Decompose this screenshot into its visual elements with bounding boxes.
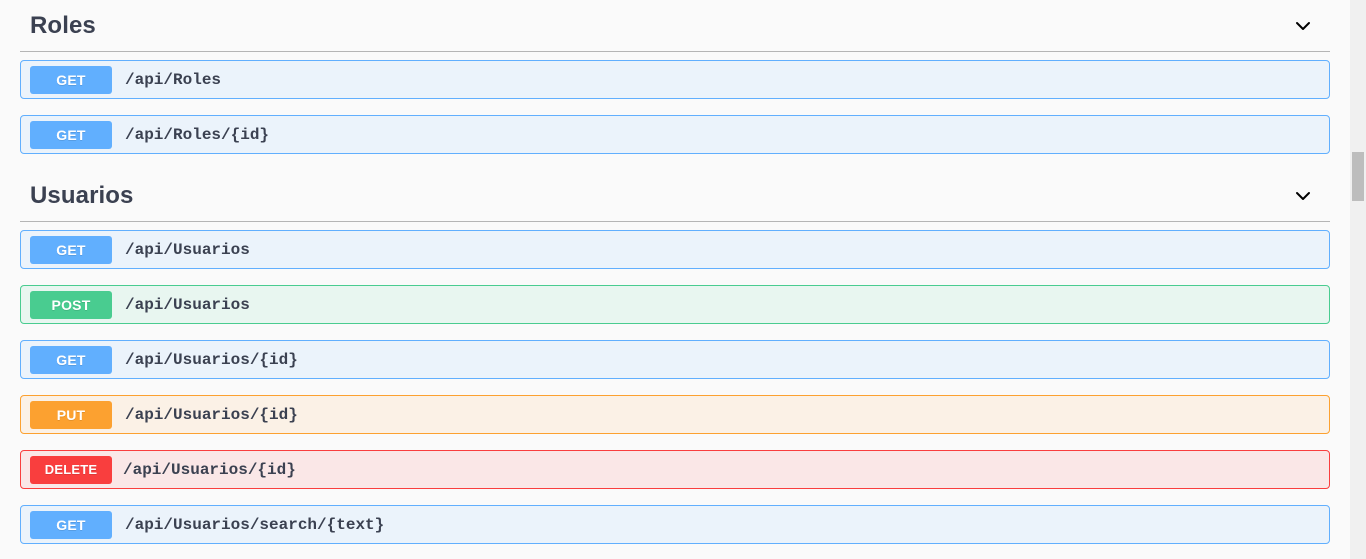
operation-row[interactable]: PUT /api/Usuarios/{id}	[20, 395, 1330, 434]
operation-row[interactable]: GET /api/Usuarios/{id}	[20, 340, 1330, 379]
operation-row[interactable]: GET /api/Usuarios/search/{text}	[20, 505, 1330, 544]
method-badge: GET	[30, 235, 112, 264]
operation-row[interactable]: DELETE /api/Usuarios/{id}	[20, 450, 1330, 489]
operation-path: /api/Usuarios	[125, 240, 250, 259]
operation-row[interactable]: POST /api/Usuarios	[20, 285, 1330, 324]
operation-row[interactable]: GET /api/Roles/{id}	[20, 115, 1330, 154]
operation-list-roles: GET /api/Roles GET /api/Roles/{id}	[20, 52, 1330, 154]
vertical-scrollbar-thumb[interactable]	[1352, 152, 1364, 201]
operation-path: /api/Usuarios/search/{text}	[125, 515, 385, 534]
tag-section-usuarios: Usuarios GET /api/Usuarios POST /api/Usu…	[20, 170, 1330, 544]
operation-path: /api/Usuarios/{id}	[125, 405, 298, 424]
operation-path: /api/Usuarios/{id}	[123, 460, 296, 479]
operation-row[interactable]: GET /api/Usuarios	[20, 230, 1330, 269]
operation-path: /api/Usuarios/{id}	[125, 350, 298, 369]
method-badge: PUT	[30, 400, 112, 429]
operation-row[interactable]: GET /api/Roles	[20, 60, 1330, 99]
tag-title: Roles	[30, 11, 96, 39]
method-badge: POST	[30, 290, 112, 319]
tag-title: Usuarios	[30, 181, 134, 209]
tag-header-roles[interactable]: Roles	[20, 0, 1330, 52]
chevron-down-icon[interactable]	[1292, 185, 1314, 207]
operation-path: /api/Roles/{id}	[125, 125, 270, 144]
method-badge: GET	[30, 120, 112, 149]
tag-header-usuarios[interactable]: Usuarios	[20, 170, 1330, 222]
tag-section-roles: Roles GET /api/Roles GET /api/Roles/{id}	[20, 0, 1330, 154]
operation-list-usuarios: GET /api/Usuarios POST /api/Usuarios GET…	[20, 222, 1330, 544]
chevron-down-icon[interactable]	[1292, 15, 1314, 37]
method-badge: GET	[30, 65, 112, 94]
method-badge: DELETE	[30, 455, 112, 484]
operation-path: /api/Roles	[125, 70, 222, 89]
method-badge: GET	[30, 345, 112, 374]
method-badge: GET	[30, 510, 112, 539]
operation-path: /api/Usuarios	[125, 295, 250, 314]
vertical-scrollbar-track[interactable]	[1350, 0, 1366, 559]
